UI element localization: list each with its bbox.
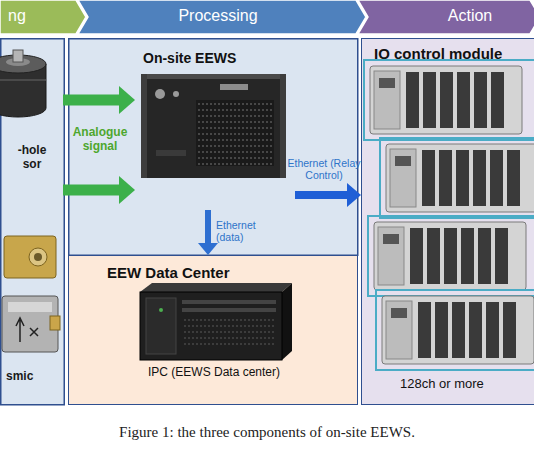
signal-arrow bbox=[295, 183, 361, 207]
server-body bbox=[141, 74, 286, 178]
sensor-housing bbox=[4, 236, 56, 278]
node-text: IPC (EEWS Data center) bbox=[124, 366, 304, 380]
processing-box: On-site EEWS bbox=[135, 44, 295, 210]
stage-band: Processing bbox=[78, 0, 366, 34]
connection-label: Ethernet (Relay Control) bbox=[284, 157, 364, 181]
sensor-top bbox=[0, 55, 46, 73]
sensor-body bbox=[0, 64, 46, 117]
connection-label: Analogue signal bbox=[66, 126, 134, 154]
stage-band: ng bbox=[0, 0, 86, 34]
node-title: Action bbox=[420, 7, 520, 25]
power-button bbox=[155, 89, 165, 99]
drive-slot bbox=[156, 150, 186, 156]
sensor-connector bbox=[50, 316, 60, 330]
arrow-shaft bbox=[63, 185, 120, 196]
seismic-sensor bbox=[2, 236, 60, 352]
arrow-head bbox=[119, 86, 135, 114]
grille-holes bbox=[198, 104, 272, 164]
arrow-head bbox=[198, 243, 218, 255]
key-lock bbox=[173, 91, 179, 97]
sensing-panel bbox=[1, 39, 65, 405]
sensor-node: -hole sor bbox=[0, 44, 63, 175]
axis-cross-symbol bbox=[30, 328, 38, 336]
stage-band: Action bbox=[358, 0, 534, 34]
sensor-node: smic bbox=[0, 180, 63, 395]
arrow-shaft bbox=[63, 95, 120, 106]
node-title: IO control module bbox=[374, 45, 534, 62]
band-shape bbox=[0, 0, 86, 34]
sensor-connector bbox=[13, 50, 23, 62]
sensor-band bbox=[0, 79, 46, 81]
data-center-box: EEW Data CenterIPC (EEWS Data center) bbox=[68, 255, 358, 405]
sensor-cap bbox=[6, 58, 30, 66]
signal-arrow bbox=[198, 210, 218, 255]
rack-ear bbox=[280, 74, 286, 178]
connection-label: Ethernet (data) bbox=[216, 219, 272, 243]
borehole-sensor bbox=[0, 50, 46, 117]
node-title: Processing bbox=[158, 7, 278, 25]
figure-caption: Figure 1: the three components of on-sit… bbox=[0, 424, 534, 441]
arrow-shaft bbox=[295, 191, 348, 199]
axis-arrow-symbol bbox=[16, 318, 24, 342]
band-shape bbox=[358, 0, 534, 34]
server-badge bbox=[220, 84, 248, 90]
signal-arrow bbox=[63, 176, 135, 204]
sensor-port-core bbox=[34, 253, 42, 261]
sensor-port bbox=[29, 248, 47, 266]
band-outline bbox=[358, 0, 534, 34]
io-module-panel: IO control module 128ch or more bbox=[361, 38, 534, 405]
server-grille bbox=[196, 100, 274, 166]
rack-server bbox=[141, 74, 286, 178]
band-shape bbox=[78, 0, 366, 34]
node-title: smic bbox=[6, 370, 56, 384]
node-title: ng bbox=[8, 7, 68, 25]
arrow-head bbox=[119, 176, 135, 204]
rack-ear bbox=[141, 74, 147, 178]
arrow-head bbox=[347, 183, 361, 207]
node-title: -hole sor bbox=[12, 144, 52, 172]
sensor-plate bbox=[8, 302, 52, 312]
server-top-edge bbox=[147, 74, 280, 79]
node-title: On-site EEWS bbox=[143, 50, 293, 66]
arrow-shaft bbox=[205, 210, 211, 244]
signal-arrow bbox=[63, 86, 135, 114]
sensor-housing bbox=[2, 296, 58, 352]
node-title: EEW Data Center bbox=[107, 264, 327, 281]
node-text: 128ch or more bbox=[400, 377, 520, 392]
